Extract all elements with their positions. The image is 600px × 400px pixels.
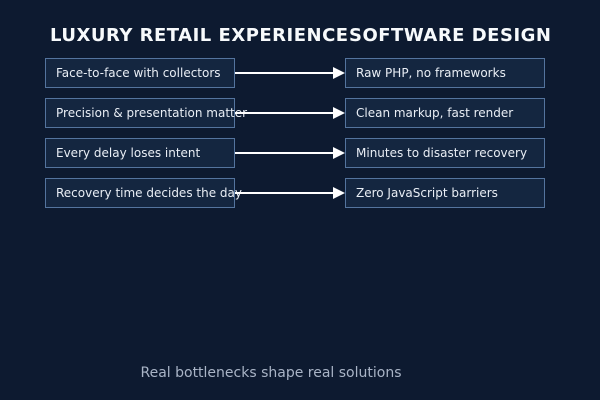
- footer-caption: Real bottlenecks shape real solutions: [140, 365, 402, 381]
- mapping-row: Face-to-face with collectors Raw PHP, no…: [0, 58, 600, 88]
- arrow-shaft: [235, 152, 334, 154]
- left-box-label: Every delay loses intent: [56, 146, 201, 160]
- arrow-head: [333, 107, 345, 119]
- column-header-left: LUXURY RETAIL EXPERIENCE: [50, 25, 349, 46]
- mapping-row: Precision & presentation matter Clean ma…: [0, 98, 600, 128]
- arrow-head: [333, 147, 345, 159]
- right-box: Raw PHP, no frameworks: [345, 58, 545, 88]
- right-box-label: Zero JavaScript barriers: [356, 186, 498, 200]
- arrow-right-icon: [0, 178, 600, 208]
- right-box: Minutes to disaster recovery: [345, 138, 545, 168]
- left-box: Every delay loses intent: [45, 138, 235, 168]
- right-box-label: Raw PHP, no frameworks: [356, 66, 506, 80]
- right-box-label: Clean markup, fast render: [356, 106, 514, 120]
- arrow-shaft: [235, 192, 334, 194]
- left-box-label: Precision & presentation matter: [56, 106, 248, 120]
- column-header-right: SOFTWARE DESIGN: [349, 25, 552, 46]
- right-box: Clean markup, fast render: [345, 98, 545, 128]
- left-box: Face-to-face with collectors: [45, 58, 235, 88]
- mapping-row: Every delay loses intent Minutes to disa…: [0, 138, 600, 168]
- mapping-row: Recovery time decides the day Zero JavaS…: [0, 178, 600, 208]
- arrow-head: [333, 67, 345, 79]
- left-box: Recovery time decides the day: [45, 178, 242, 208]
- arrow-shaft: [235, 112, 334, 114]
- right-box-label: Minutes to disaster recovery: [356, 146, 528, 160]
- left-box-label: Recovery time decides the day: [56, 186, 242, 200]
- arrow-right-icon: [0, 138, 600, 168]
- left-box: Precision & presentation matter: [45, 98, 247, 128]
- arrow-right-icon: [0, 98, 600, 128]
- left-box-label: Face-to-face with collectors: [56, 66, 221, 80]
- right-box: Zero JavaScript barriers: [345, 178, 545, 208]
- arrow-shaft: [235, 72, 334, 74]
- arrow-head: [333, 187, 345, 199]
- arrow-right-icon: [0, 58, 600, 88]
